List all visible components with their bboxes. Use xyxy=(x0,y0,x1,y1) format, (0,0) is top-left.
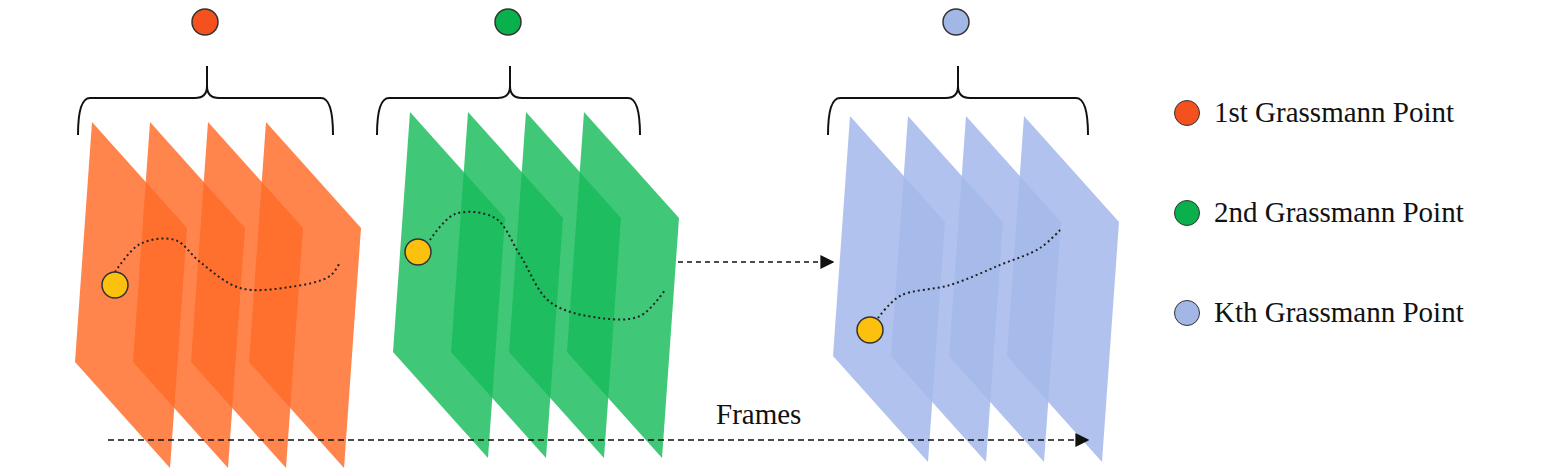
frame-stack xyxy=(833,116,1119,462)
video-frame xyxy=(1007,116,1119,462)
legend-entry: 1st Grassmann Point xyxy=(1174,96,1454,129)
video-frame xyxy=(567,112,679,458)
brace xyxy=(78,66,333,135)
legend-text: 2nd Grassmann Point xyxy=(1214,196,1464,229)
axis-label: Frames xyxy=(716,398,801,431)
grassmann-point xyxy=(943,9,969,35)
keypoint xyxy=(102,272,128,298)
brace xyxy=(828,66,1088,135)
frame-stack xyxy=(75,122,361,468)
video-frame xyxy=(249,122,361,468)
legend-swatch xyxy=(1174,300,1200,326)
keypoint xyxy=(857,317,883,343)
grassmann-point xyxy=(495,9,521,35)
legend-swatch xyxy=(1174,100,1200,126)
legend-entry: 2nd Grassmann Point xyxy=(1174,196,1464,229)
legend-text: 1st Grassmann Point xyxy=(1214,96,1454,129)
legend-entry: Kth Grassmann Point xyxy=(1174,296,1464,329)
dashed-arrow xyxy=(678,261,833,263)
trajectory xyxy=(430,212,665,320)
frames-axis xyxy=(108,439,1088,441)
trajectory xyxy=(878,228,1062,318)
trajectory xyxy=(115,238,340,290)
frame-stack xyxy=(393,112,679,458)
keypoint xyxy=(405,239,431,265)
grassmann-point xyxy=(192,9,218,35)
legend-swatch xyxy=(1174,200,1200,226)
legend-text: Kth Grassmann Point xyxy=(1214,296,1464,329)
brace xyxy=(377,66,640,135)
